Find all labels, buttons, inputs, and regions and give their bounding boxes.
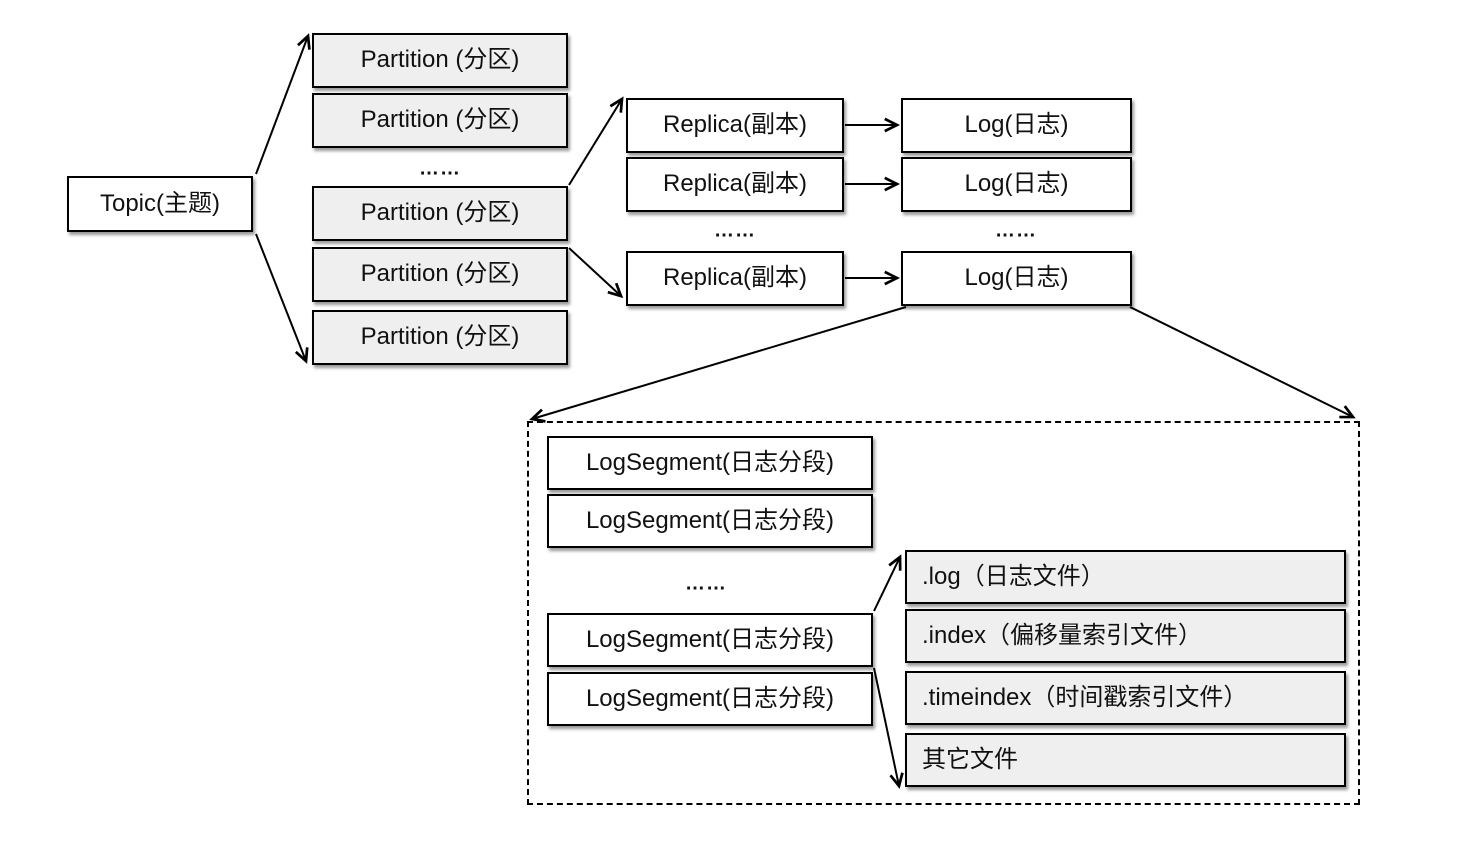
- arrow-topic-to-partition-1: [255, 33, 311, 175]
- logsegment-box-1: LogSegment(日志分段): [547, 436, 873, 490]
- partition-ellipsis: ……: [419, 157, 461, 180]
- partition-box-3: Partition (分区): [312, 186, 568, 241]
- logsegment-box-2: LogSegment(日志分段): [547, 494, 873, 548]
- arrow-log-to-container-right: [1129, 306, 1356, 419]
- arrow-topic-to-partition-5: [255, 233, 309, 364]
- arrow-partition-to-replica-3: [568, 247, 624, 299]
- partition-box-2: Partition (分区): [312, 93, 568, 148]
- log-box-3: Log(日志): [901, 251, 1132, 306]
- log-box-1: Log(日志): [901, 98, 1132, 153]
- partition-box-1: Partition (分区): [312, 33, 568, 88]
- log-ellipsis: ……: [995, 219, 1037, 242]
- replica-box-3: Replica(副本): [626, 251, 844, 306]
- replica-ellipsis: ……: [714, 219, 756, 242]
- log-detail-dashed-container: [527, 421, 1360, 805]
- arrow-log-to-container-left: [529, 306, 907, 423]
- partition-box-5: Partition (分区): [312, 310, 568, 365]
- log-box-2: Log(日志): [901, 157, 1132, 212]
- replica-box-2: Replica(副本): [626, 157, 844, 212]
- logsegment-ellipsis: ……: [685, 572, 727, 595]
- topic-box: Topic(主题): [67, 176, 253, 232]
- logsegment-box-4: LogSegment(日志分段): [547, 672, 873, 726]
- replica-box-1: Replica(副本): [626, 98, 844, 153]
- file-box-other: 其它文件: [905, 733, 1346, 787]
- file-box-timeindex: .timeindex（时间戳索引文件）: [905, 671, 1346, 725]
- partition-box-4: Partition (分区): [312, 247, 568, 302]
- file-box-log: .log（日志文件）: [905, 550, 1346, 604]
- logsegment-box-3: LogSegment(日志分段): [547, 613, 873, 667]
- file-box-index: .index（偏移量索引文件）: [905, 609, 1346, 663]
- arrow-partition-to-replica-1: [568, 96, 624, 186]
